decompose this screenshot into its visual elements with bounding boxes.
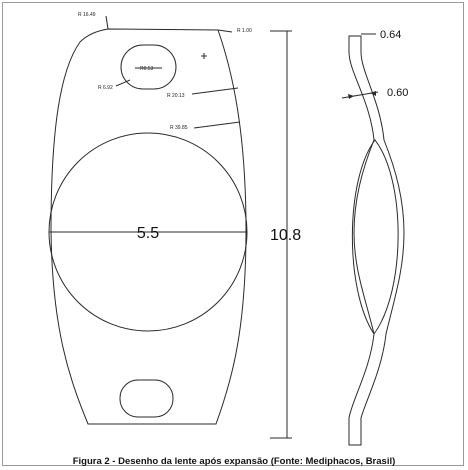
total-length-label: 10.8	[270, 227, 301, 244]
neck-thickness-label: 0.60	[387, 87, 408, 99]
label-r053: R0.53	[140, 66, 154, 72]
haptic-thickness-label: 0.64	[380, 29, 401, 41]
side-view-optic	[351, 139, 399, 335]
leader-r3985	[193, 121, 241, 129]
figure-frame	[2, 2, 464, 466]
label-r1649: R 16.49	[78, 12, 96, 18]
label-r3985: R 39.85	[170, 125, 188, 131]
label-r2013: R 20.13	[167, 93, 185, 99]
leader-r692	[115, 79, 131, 87]
side-view-haptic	[348, 35, 405, 446]
figure-caption: Figura 2 - Desenho da lente após expansã…	[72, 456, 396, 467]
label-r100: R 1.00	[237, 28, 252, 34]
leader-r1649	[105, 15, 109, 30]
lens-outline	[50, 28, 247, 425]
leader-r100	[217, 29, 233, 33]
top-hole	[120, 44, 177, 90]
bottom-hole	[119, 379, 174, 418]
leader-r2013	[191, 87, 239, 95]
optic-diameter-label: 5.5	[137, 225, 159, 242]
label-r692: R 6.92	[98, 85, 113, 91]
